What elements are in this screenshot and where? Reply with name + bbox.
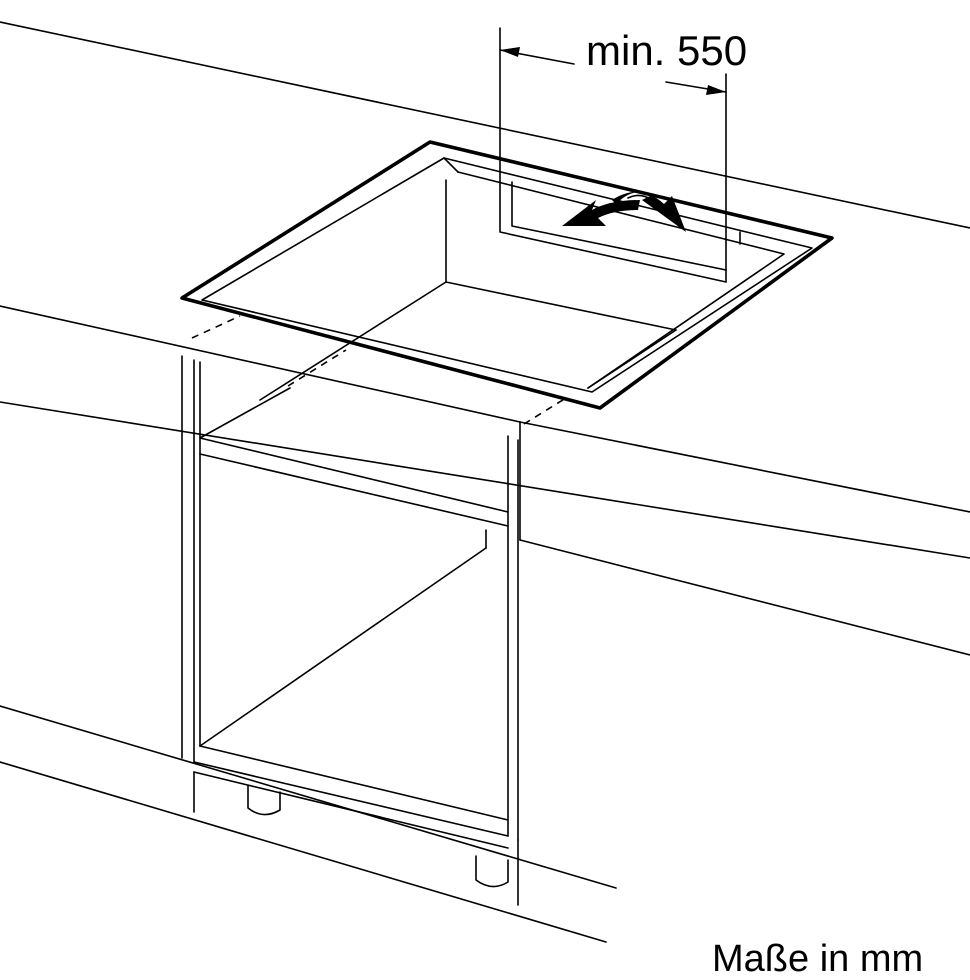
plinth-lines	[0, 539, 970, 943]
hidden-lines	[191, 315, 567, 425]
worktop	[0, 21, 970, 559]
dimension-min-550	[499, 27, 727, 241]
dimension-label: min. 550	[586, 27, 748, 74]
base-cabinet	[181, 355, 519, 849]
units-note: Maße in mm	[712, 938, 924, 980]
airflow-arrows-icon	[562, 191, 686, 232]
worktop-cutout	[180, 140, 834, 410]
cabinet-feet	[247, 785, 519, 906]
